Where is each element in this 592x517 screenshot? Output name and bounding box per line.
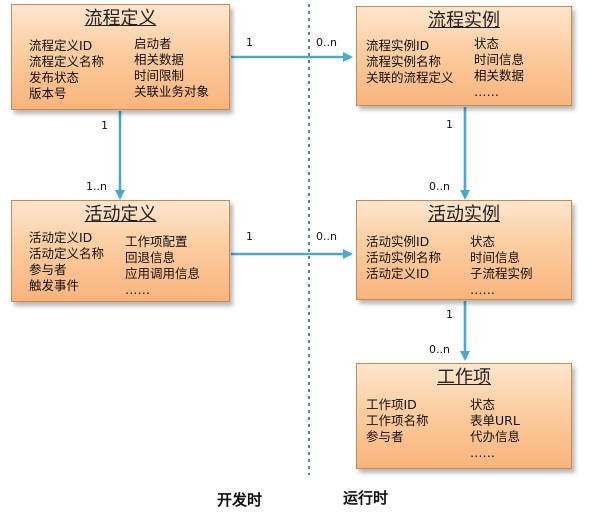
multiplicity-label: 1 [446, 118, 453, 131]
field-label: 时间限制 [134, 68, 185, 83]
process-definition-right-fields: 启动者 相关数据 时间限制 关联业务对象 [134, 36, 209, 100]
field-label: 时间信息 [470, 250, 521, 265]
field-label: 活动定义名称 [29, 246, 105, 261]
field-label: 相关数据 [134, 52, 185, 67]
field-label: 关联的流程定义 [366, 70, 454, 85]
process-definition-box: 流程定义 流程定义ID 流程定义名称 发布状态 版本号 启动者 相关数据 时间限… [11, 4, 230, 110]
field-label: 应用调用信息 [125, 266, 201, 281]
process-instance-box: 流程实例 流程实例ID 流程实例名称 关联的流程定义 状态 时间信息 相关数据 … [356, 6, 572, 106]
multiplicity-label: 1 [446, 308, 453, 321]
ellipsis: …… [125, 282, 150, 297]
activity-instance-title: 活动实例 [428, 204, 500, 225]
multiplicity-label: 0..n [316, 230, 337, 243]
ellipsis: …… [470, 282, 495, 297]
multiplicity-label: 1..n [86, 180, 107, 193]
multiplicity-label: 1 [101, 119, 108, 132]
multiplicity-label: 0..n [316, 36, 337, 49]
process-definition-title: 流程定义 [84, 8, 157, 29]
field-label: 活动定义ID [366, 266, 430, 281]
field-label: 流程定义名称 [29, 54, 105, 69]
design-time-label: 开发时 [217, 491, 263, 509]
field-label: 参与者 [29, 262, 67, 277]
process-instance-title: 流程实例 [428, 10, 500, 31]
field-label: 回退信息 [125, 250, 176, 265]
field-label: 工作项ID [366, 397, 417, 412]
field-label: 参与者 [366, 429, 404, 444]
activity-definition-box: 活动定义 活动定义ID 活动定义名称 参与者 触发事件 工作项配置 回退信息 应… [11, 200, 230, 302]
field-label: 流程实例ID [366, 38, 430, 53]
multiplicity-label: 0..n [429, 343, 450, 356]
field-label: 版本号 [29, 86, 67, 101]
multiplicity-label: 1 [246, 230, 253, 243]
field-label: 时间信息 [474, 52, 525, 67]
activity-definition-title: 活动定义 [84, 204, 157, 225]
activity-instance-box: 活动实例 活动实例ID 活动实例名称 活动定义ID 状态 时间信息 子流程实例 … [356, 200, 572, 300]
field-label: 状态 [470, 234, 496, 249]
field-label: 工作项配置 [125, 234, 188, 249]
field-label: 状态 [470, 397, 496, 412]
field-label: 表单URL [470, 413, 520, 428]
work-item-title: 工作项 [437, 367, 491, 388]
field-label: 代办信息 [470, 429, 521, 444]
work-item-right-fields: 状态 表单URL 代办信息 …… [470, 397, 520, 461]
field-label: 活动实例ID [366, 234, 430, 249]
field-label: 触发事件 [29, 278, 80, 293]
work-item-box: 工作项 工作项ID 工作项名称 参与者 状态 表单URL 代办信息 …… [356, 363, 572, 469]
field-label: 活动定义ID [29, 230, 93, 245]
field-label: 关联业务对象 [134, 84, 210, 99]
process-definition-left-fields: 流程定义ID 流程定义名称 发布状态 版本号 [29, 38, 104, 102]
activity-instance-left-fields: 活动实例ID 活动实例名称 活动定义ID [366, 234, 441, 282]
multiplicity-label: 1 [246, 36, 253, 49]
work-item-left-fields: 工作项ID 工作项名称 参与者 [366, 397, 429, 445]
activity-definition-left-fields: 活动定义ID 活动定义名称 参与者 触发事件 [29, 230, 104, 294]
field-label: 流程实例名称 [366, 54, 442, 69]
field-label: 相关数据 [474, 68, 525, 83]
multiplicity-label: 0..n [429, 180, 450, 193]
process-instance-left-fields: 流程实例ID 流程实例名称 关联的流程定义 [366, 38, 454, 86]
activity-instance-right-fields: 状态 时间信息 子流程实例 …… [470, 234, 533, 298]
ellipsis: …… [474, 84, 499, 99]
field-label: 发布状态 [29, 70, 80, 85]
field-label: 子流程实例 [470, 266, 533, 281]
field-label: 工作项名称 [366, 413, 429, 428]
ellipsis: …… [470, 445, 495, 460]
process-instance-right-fields: 状态 时间信息 相关数据 …… [474, 36, 524, 100]
activity-definition-right-fields: 工作项配置 回退信息 应用调用信息 …… [125, 234, 200, 298]
field-label: 启动者 [134, 36, 172, 51]
run-time-label: 运行时 [343, 489, 389, 507]
field-label: 状态 [474, 36, 500, 51]
field-label: 流程定义ID [29, 38, 93, 53]
field-label: 活动实例名称 [366, 250, 442, 265]
